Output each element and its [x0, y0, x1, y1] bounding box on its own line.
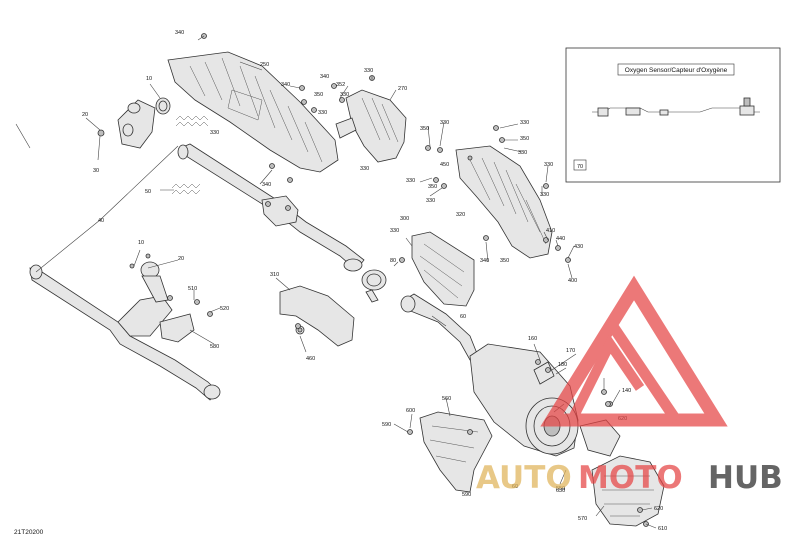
callout: 440	[556, 236, 565, 242]
inset-part-number: 70	[577, 164, 583, 170]
callout: 340	[175, 30, 184, 36]
exhaust-flange-assembly	[97, 97, 171, 149]
callout: 570	[578, 516, 587, 522]
callout: 330	[364, 68, 373, 74]
callout: 340	[262, 182, 271, 188]
callout: 352	[336, 82, 345, 88]
callout: 350	[314, 92, 323, 98]
callout: 620	[654, 506, 663, 512]
watermark-word-2: MOTO	[578, 460, 683, 496]
callout: 60	[512, 484, 518, 490]
callout: 330	[544, 162, 553, 168]
exhaust-clamp-80	[361, 269, 387, 303]
watermark-word-1: AUTO	[476, 460, 572, 496]
spring-lower	[171, 183, 201, 195]
heat-shield-300	[411, 231, 475, 307]
callout: 10	[146, 76, 152, 82]
callout: 400	[568, 278, 577, 284]
oxygen-sensor-inset: Oxygen Sensor/Capteur d'Oxygène 70	[565, 47, 781, 183]
callout: 10	[138, 240, 144, 246]
callout: 330	[540, 192, 549, 198]
callout: 310	[270, 272, 279, 278]
callout: 560	[442, 396, 451, 402]
callout: 40	[98, 218, 104, 224]
spring-upper	[175, 115, 209, 127]
callout: 450	[440, 162, 449, 168]
callout: 330	[340, 92, 349, 98]
callout: 430	[574, 244, 583, 250]
callout: 330	[426, 198, 435, 204]
callout: 170	[566, 348, 575, 354]
callout: 320	[456, 212, 465, 218]
callout: 180	[558, 362, 567, 368]
callout: 330	[210, 130, 219, 136]
muffler	[469, 343, 579, 457]
callout: 330	[390, 228, 399, 234]
callout: 350	[500, 258, 509, 264]
automotohub-watermark: AUTO MOTO HUB	[476, 275, 783, 496]
callout: 350	[420, 126, 429, 132]
callout: 30	[93, 168, 99, 174]
callout: 330	[520, 120, 529, 126]
callout: 340	[320, 74, 329, 80]
callout: 520	[220, 306, 229, 312]
callout: 270	[398, 86, 407, 92]
callout: 20	[178, 256, 184, 262]
callout: 410	[546, 228, 555, 234]
callout: 250	[260, 62, 269, 68]
callout: 590	[462, 492, 471, 498]
callout: 340	[480, 258, 489, 264]
exhaust-pipe-upper	[177, 143, 365, 272]
callout: 460	[306, 356, 315, 362]
callout: 50	[145, 189, 151, 195]
diagram-code: 21T20200	[14, 529, 44, 536]
watermark-word-3: HUB	[708, 460, 783, 496]
callout: 80	[390, 258, 396, 264]
inset-title: Oxygen Sensor/Capteur d'Oxygène	[625, 67, 728, 74]
callout: 330	[360, 166, 369, 172]
callout: 630	[556, 488, 565, 494]
callout: 300	[400, 216, 409, 222]
callout: 580	[210, 344, 219, 350]
bracket-310	[279, 285, 355, 347]
callout: 550	[556, 486, 565, 492]
callout: 330	[518, 150, 527, 156]
callout: 20	[82, 112, 88, 118]
callout: 330	[318, 110, 327, 116]
callout: 600	[406, 408, 415, 414]
callout: 340	[281, 82, 290, 88]
callout-labels: 340 250 10 20 30 330 50 40 340 340 350 3…	[82, 30, 667, 532]
callout: 140	[622, 388, 631, 394]
heat-shield-270	[335, 89, 407, 163]
tail-cover-570	[579, 419, 665, 527]
heat-shield-250	[167, 51, 339, 173]
callout: 60	[460, 314, 466, 320]
heat-shield-320	[455, 145, 553, 259]
callout: 160	[528, 336, 537, 342]
callout: 350	[520, 136, 529, 142]
callout: 610	[658, 526, 667, 532]
leader-lines	[15, 35, 657, 529]
callout: 590	[382, 422, 391, 428]
muffler-cover-560	[419, 411, 493, 493]
oxygen-sensor-drawing	[592, 97, 760, 117]
callout: 350	[428, 184, 437, 190]
callout: 330	[440, 120, 449, 126]
exhaust-pipe-lower	[29, 261, 221, 401]
callout: 510	[188, 286, 197, 292]
bracket-580	[159, 295, 213, 343]
callout: 330	[406, 178, 415, 184]
